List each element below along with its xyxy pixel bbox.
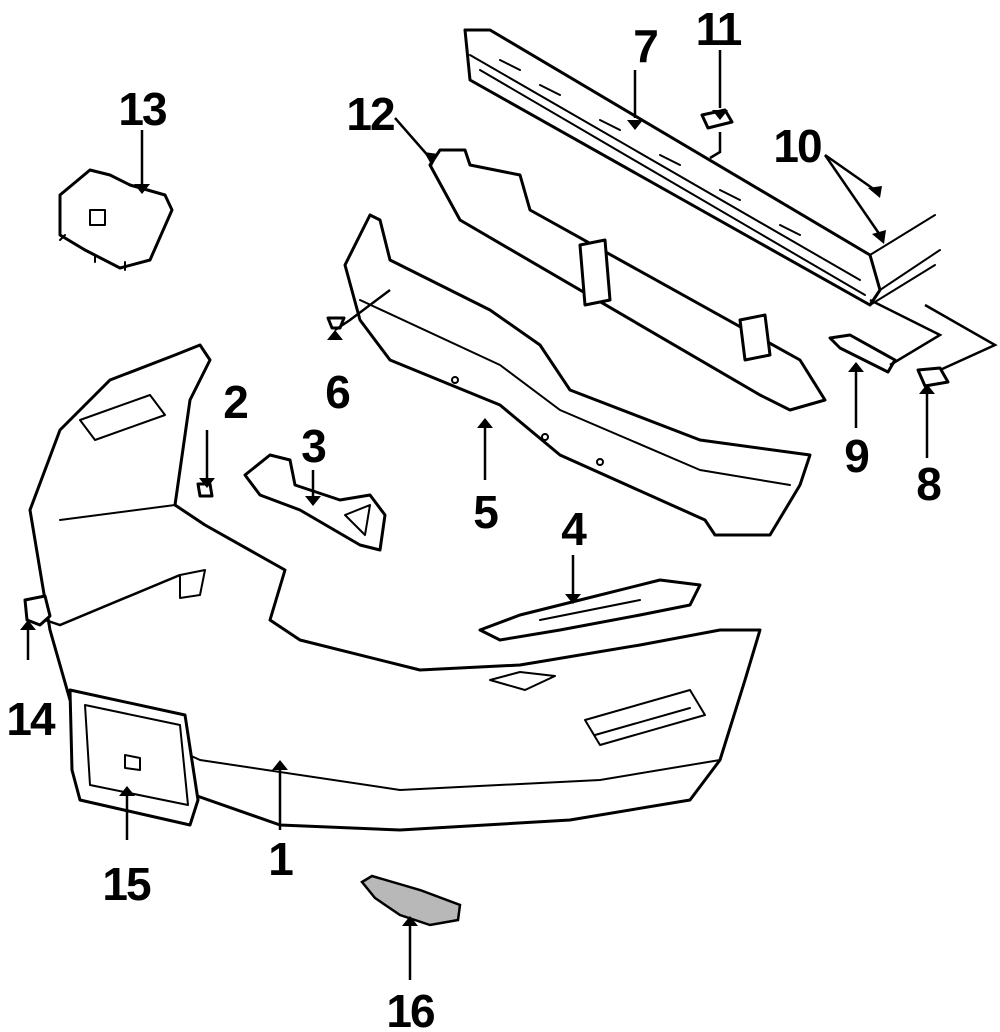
callout-2: 2 xyxy=(223,376,247,428)
callout-14: 14 xyxy=(6,693,56,745)
callout-8: 8 xyxy=(916,458,941,510)
callout-6: 6 xyxy=(325,366,349,418)
callout-12: 12 xyxy=(346,88,394,140)
part-15-license-bracket xyxy=(68,688,200,827)
part-16-grille xyxy=(360,874,462,927)
part-13-bracket xyxy=(58,168,174,271)
callout-9: 9 xyxy=(844,430,868,482)
callout-labels: 1 2 3 4 5 6 7 8 9 10 11 12 13 14 15 16 xyxy=(6,3,943,1032)
callout-4: 4 xyxy=(561,503,587,555)
part-8-clip xyxy=(916,366,950,388)
leader-lines xyxy=(26,50,998,980)
callout-13: 13 xyxy=(118,83,166,135)
callout-7: 7 xyxy=(633,20,657,72)
callout-5: 5 xyxy=(473,486,498,538)
callout-15: 15 xyxy=(102,858,151,910)
callout-3: 3 xyxy=(301,420,325,472)
part-7-reinforcement xyxy=(463,28,941,307)
callout-16: 16 xyxy=(386,985,434,1032)
callout-10: 10 xyxy=(773,120,821,172)
part-12-absorber xyxy=(428,148,827,412)
part-9-mount xyxy=(828,333,897,374)
part-4-center-bracket xyxy=(478,578,702,642)
arrowheads xyxy=(20,110,935,926)
callout-1: 1 xyxy=(268,833,293,885)
part-2-retainer xyxy=(196,482,214,498)
callout-11: 11 xyxy=(696,3,742,55)
part-5-impact-bar xyxy=(343,213,812,537)
